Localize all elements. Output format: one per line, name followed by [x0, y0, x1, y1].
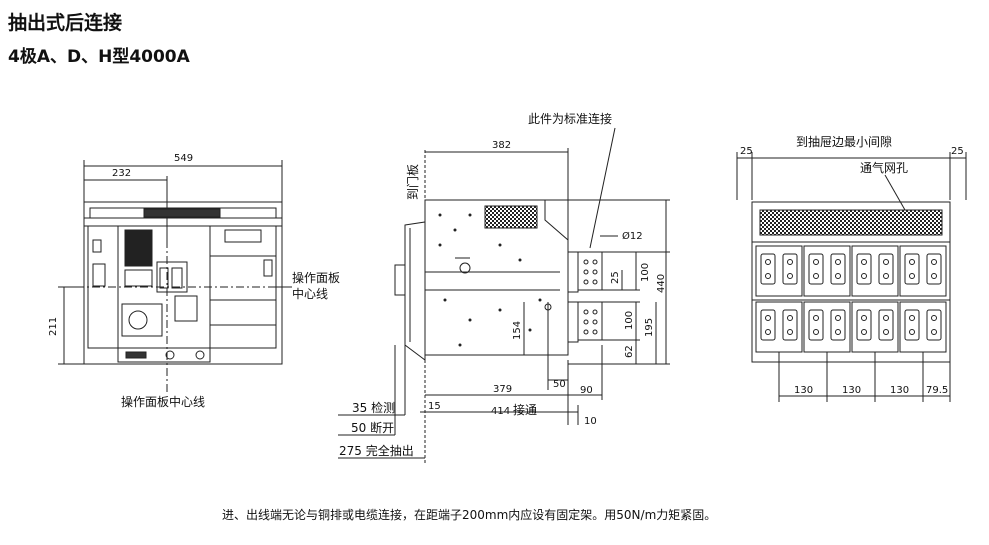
dim-10: 10: [584, 416, 597, 427]
front-view: [58, 160, 292, 392]
dim-right-25: 25: [951, 146, 964, 157]
dim-62: 62: [624, 345, 635, 358]
label-disconnect-position: 50 断开: [351, 420, 394, 435]
dim-232: 232: [112, 168, 131, 179]
footnote: 进、出线端无论与铜排或电缆连接，在距端子200mm内应设有固定架。用50N/m力…: [222, 508, 717, 522]
dim-130-second: 130: [842, 385, 861, 396]
dim-130-third: 130: [890, 385, 909, 396]
dim-90: 90: [580, 385, 593, 396]
dim-15: 15: [428, 401, 441, 412]
label-min-clearance: 到抽屉边最小间隙: [796, 135, 892, 149]
label-connection: 接通: [513, 402, 537, 417]
label-withdrawn-position: 275 完全抽出: [339, 443, 414, 458]
label-panel-center-line: 中心线: [292, 286, 328, 301]
dim-382: 382: [492, 140, 511, 151]
dim-50: 50: [553, 379, 566, 390]
rear-view-labels: 到抽屉边最小间隙 25 25 通气网孔 130 130 130 79.5: [740, 135, 964, 396]
rear-terminals: [755, 245, 951, 402]
dim-211: 211: [48, 317, 59, 336]
dim-100-bottom: 100: [624, 311, 635, 330]
side-view-labels: 到门板 此件为标准连接 382 Ø12 25 100 440 100 195 6…: [339, 111, 667, 458]
dim-154: 154: [512, 321, 523, 340]
side-view: [338, 127, 670, 465]
label-panel-center-bottom: 操作面板中心线: [121, 394, 205, 409]
dim-379: 379: [493, 384, 512, 395]
dim-79-5: 79.5: [926, 385, 948, 396]
dim-100-top: 100: [640, 263, 651, 282]
label-standard-connection: 此件为标准连接: [528, 111, 612, 126]
label-vent-holes: 通气网孔: [860, 160, 908, 175]
rear-view: [736, 152, 967, 363]
label-door: 到门板: [405, 164, 420, 200]
dim-left-25: 25: [740, 146, 753, 157]
dim-hole-12: Ø12: [622, 230, 643, 242]
dim-440: 440: [656, 274, 667, 293]
label-test-position: 35 检测: [352, 400, 395, 415]
dim-130-first: 130: [794, 385, 813, 396]
page-title: 抽出式后连接: [8, 12, 123, 34]
dim-width-549: 549: [174, 153, 193, 164]
dim-195: 195: [644, 318, 655, 337]
label-panel-center: 操作面板: [292, 270, 340, 285]
page-subtitle: 4极A、D、H型4000A: [8, 47, 190, 67]
front-view-labels: 549 232 211 操作面板 中心线 操作面板中心线: [48, 153, 340, 409]
dim-414: 414: [491, 406, 510, 417]
dim-25: 25: [610, 271, 621, 284]
